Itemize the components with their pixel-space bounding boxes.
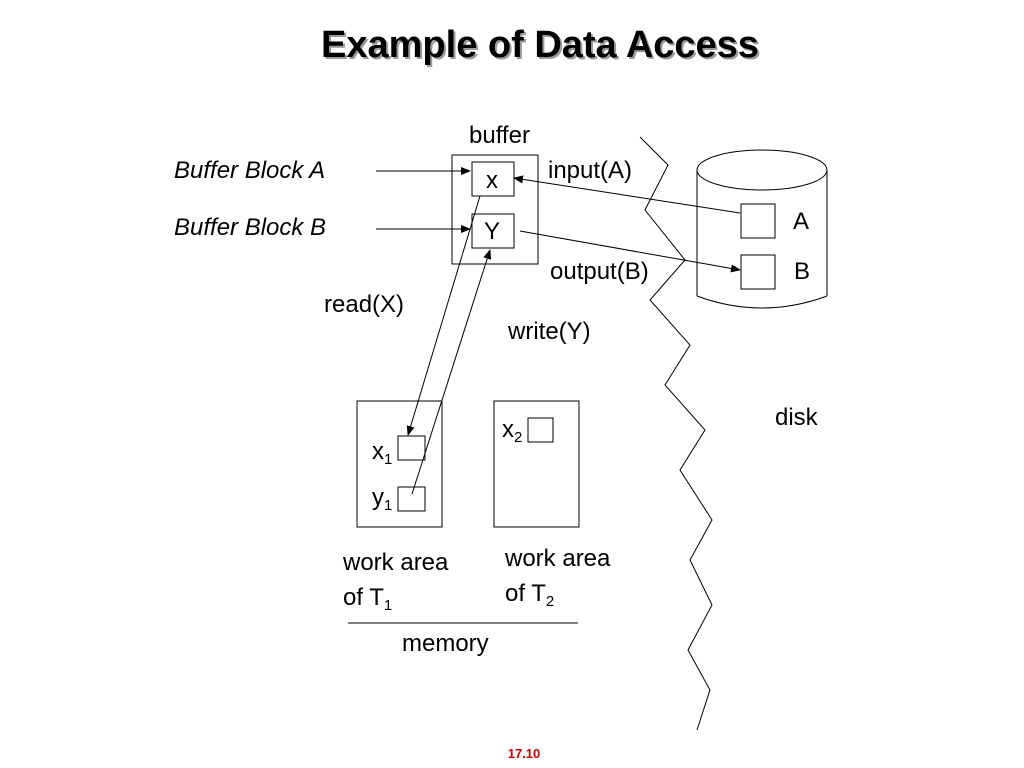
work-area-t2-caption-line2: of T2 [505,580,555,610]
work-area-t1-box [356,400,443,528]
output-arrow [519,230,741,273]
input-op-label: input(A) [548,157,633,184]
output-op-label: output(B) [550,258,649,285]
buffer-block-b-label: Buffer Block B [174,214,327,241]
read-arrow [406,195,481,436]
page-number: 17.10 [507,746,541,761]
disk-block-b [740,254,776,290]
disk-label: disk [775,404,818,431]
memory-disk-boundary [639,136,713,731]
buffer-label: buffer [469,122,530,149]
var-cell-x2 [527,417,554,443]
work-area-t1-caption-line2: of T1 [343,584,393,614]
var-y1-label: y1 [372,484,393,514]
work-area-t1-caption-line1: work area [343,549,449,576]
disk-block-b-label: B [794,258,811,285]
write-arrow [411,249,492,495]
buffer-cell-y [471,213,515,249]
buffer-block-a-label: Buffer Block A [174,157,326,184]
var-cell-y1 [397,486,426,512]
buffer-cell-y-label: Y [484,218,501,245]
buffer-cell-x-label: x [486,167,498,194]
var-cell-x1 [397,435,426,461]
var-x2-label: x2 [502,416,523,446]
work-area-t2-caption-line1: work area [505,545,611,572]
slide-title: Example of Data Access [321,24,759,66]
disk-block-a [740,203,776,239]
read-op-label: read(X) [324,291,405,318]
var-x1-label: x1 [372,438,393,468]
buffer-box [451,154,539,265]
write-op-label: write(Y) [508,318,591,345]
memory-label: memory [402,630,489,657]
input-arrow [513,175,741,214]
work-area-t2-box [493,400,580,528]
disk-block-a-label: A [793,208,810,235]
disk-cylinder [696,149,828,309]
